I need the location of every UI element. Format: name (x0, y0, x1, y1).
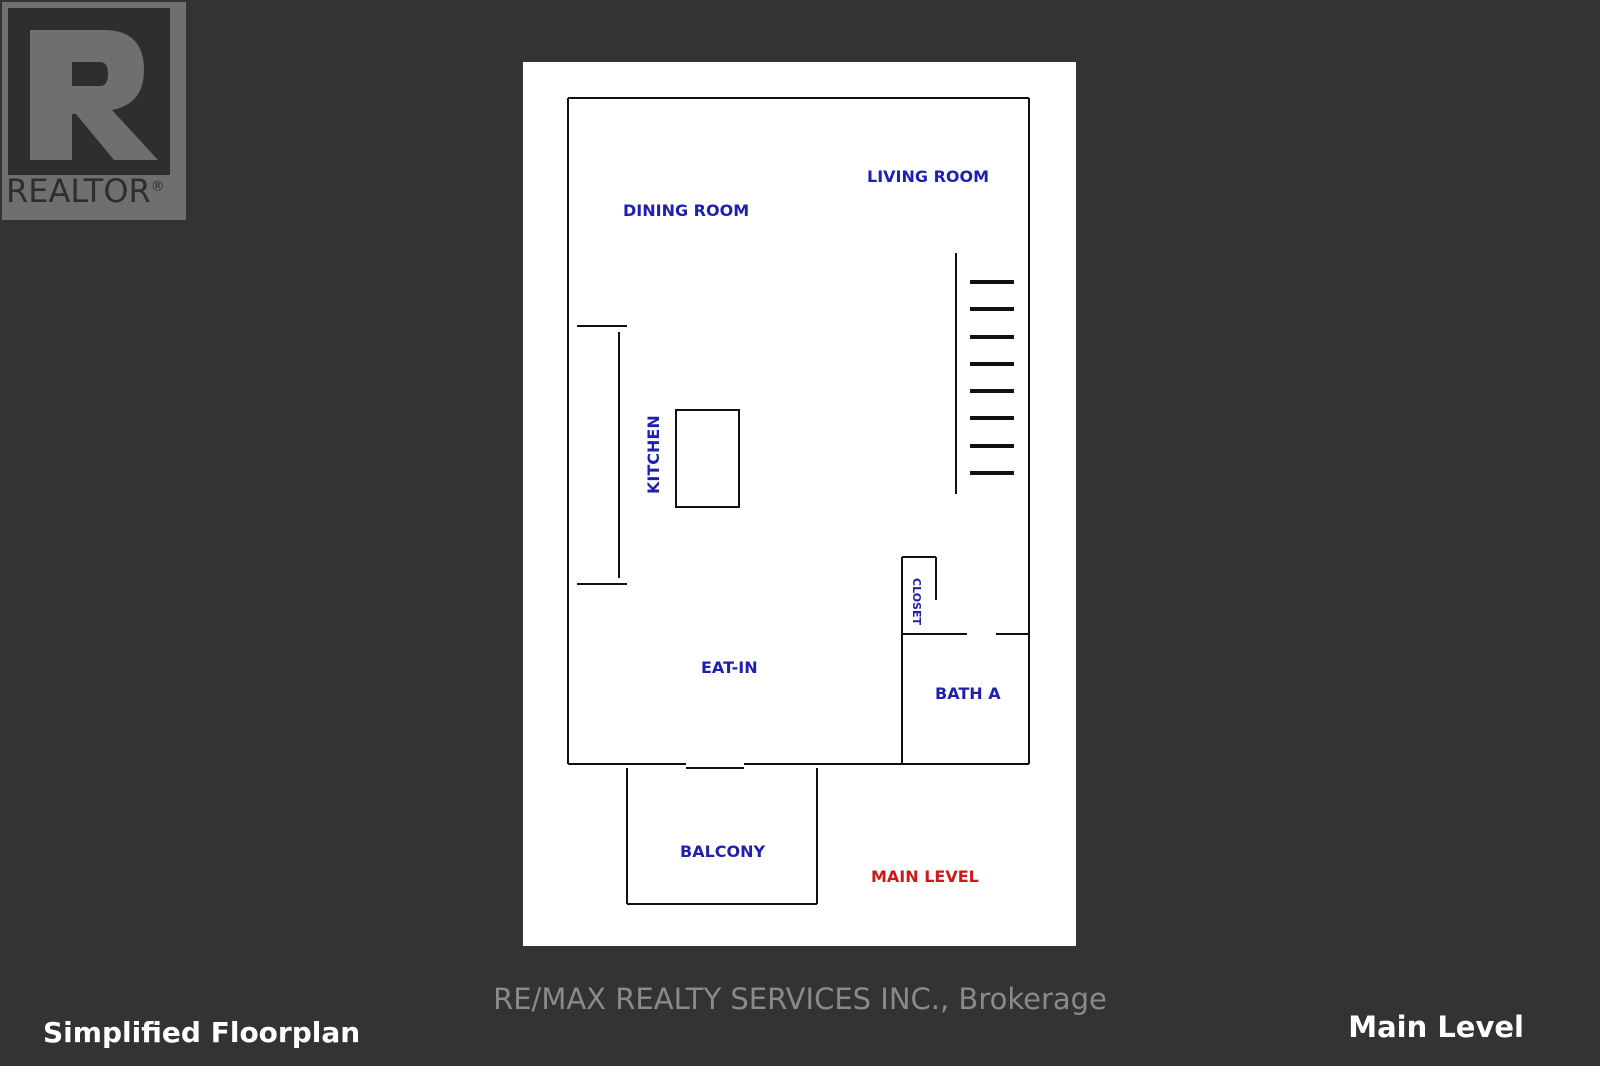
brokerage-watermark: RE/MAX REALTY SERVICES INC., Brokerage (493, 982, 1107, 1016)
caption-main-level: Main Level (1348, 1010, 1524, 1044)
stairs (970, 280, 1014, 475)
registered-mark: ® (150, 178, 165, 195)
realtor-wordmark-text: REALTOR (6, 172, 151, 210)
realtor-logo: REALTOR® (2, 2, 186, 220)
label-dining-room: DINING ROOM (623, 201, 749, 220)
kitchen-island (675, 409, 740, 508)
label-eat-in: EAT-IN (701, 658, 758, 677)
label-balcony: BALCONY (680, 842, 766, 861)
label-main-level: MAIN LEVEL (871, 867, 979, 886)
label-closet: CLOSET (910, 578, 923, 625)
caption-simplified-floorplan: Simplified Floorplan (43, 1016, 361, 1049)
floorplan-sheet: LIVING ROOM DINING ROOM KITCHEN CLOSET E… (523, 62, 1076, 946)
label-living-room: LIVING ROOM (867, 167, 989, 186)
realtor-r-icon (30, 30, 158, 160)
realtor-wordmark: REALTOR® (6, 172, 165, 210)
floorplan-drawing: LIVING ROOM DINING ROOM KITCHEN CLOSET E… (567, 97, 1030, 905)
label-bath-a: BATH A (935, 684, 1001, 703)
realtor-logo-r-box (8, 8, 170, 175)
label-kitchen: KITCHEN (644, 415, 663, 494)
